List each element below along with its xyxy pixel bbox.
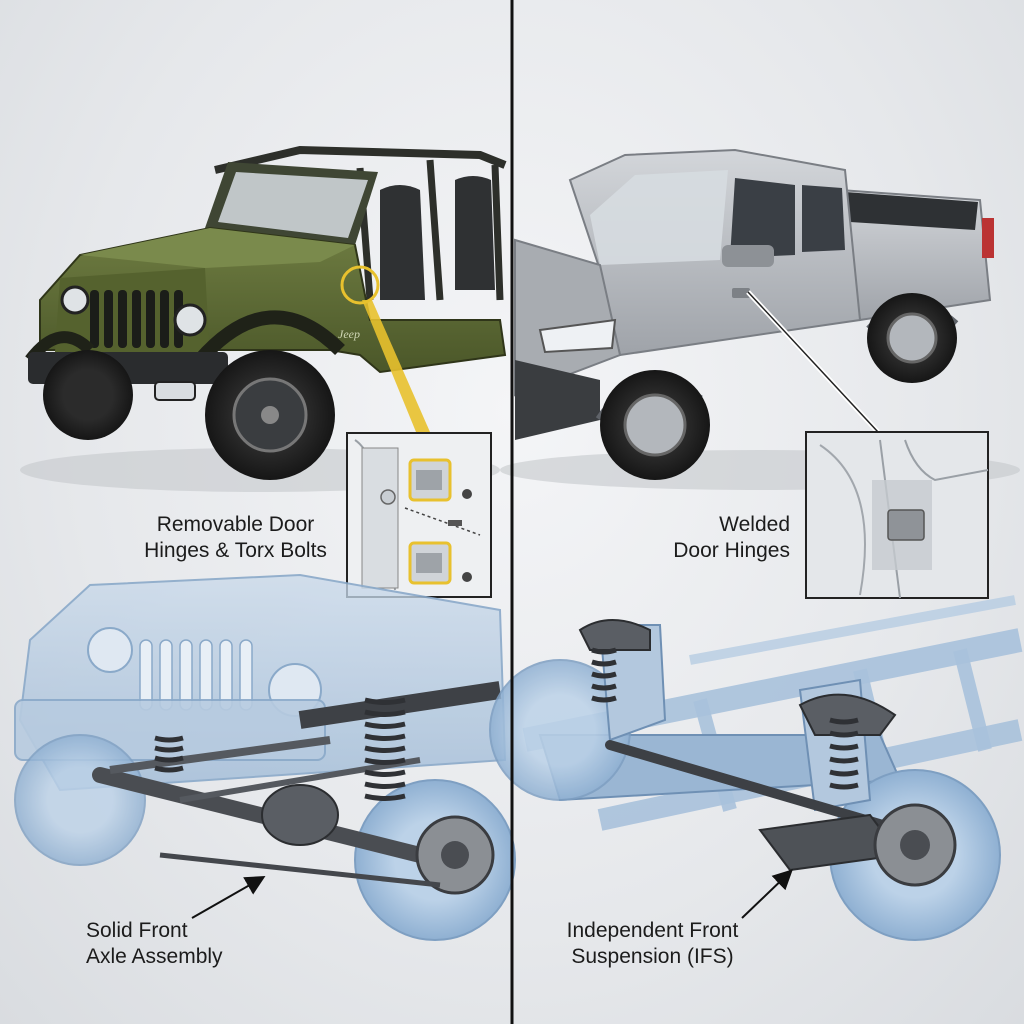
- removable-hinges-label: Removable Door Hinges & Torx Bolts: [128, 512, 343, 564]
- ifs-label: Independent Front Suspension (IFS): [540, 918, 765, 970]
- hinge-highlight-circle: [340, 265, 380, 305]
- welded-hinges-label-line2: Door Hinges: [673, 539, 790, 562]
- removable-hinges-label-line1: Removable Door: [156, 513, 315, 536]
- solid-axle-arrow: [191, 876, 266, 919]
- ifs-label-line1: Independent Front: [566, 919, 739, 942]
- jeep-badge: Jeep: [338, 327, 360, 341]
- solid-axle-label-line2: Axle Assembly: [86, 945, 223, 968]
- welded-callout-pointer: [747, 291, 879, 433]
- solid-axle-label: Solid Front Axle Assembly: [86, 918, 266, 970]
- solid-axle-chassis-illustration: [14, 573, 516, 941]
- welded-hinges-label-line1: Welded: [719, 513, 790, 536]
- ifs-chassis-illustration: [489, 595, 1023, 941]
- removable-hinge-detail-inset: [346, 432, 492, 598]
- removable-hinges-label-line2: Hinges & Torx Bolts: [144, 539, 327, 562]
- welded-hinges-label: Welded Door Hinges: [640, 512, 790, 564]
- welded-hinge-detail-inset: [805, 431, 989, 599]
- jeep-vehicle-illustration: Jeep: [20, 145, 507, 492]
- hinge-callout-pointer: [362, 300, 430, 432]
- ifs-label-line2: Suspension (IFS): [571, 945, 734, 968]
- ifs-arrow: [741, 869, 793, 919]
- solid-axle-label-line1: Solid Front: [86, 919, 188, 942]
